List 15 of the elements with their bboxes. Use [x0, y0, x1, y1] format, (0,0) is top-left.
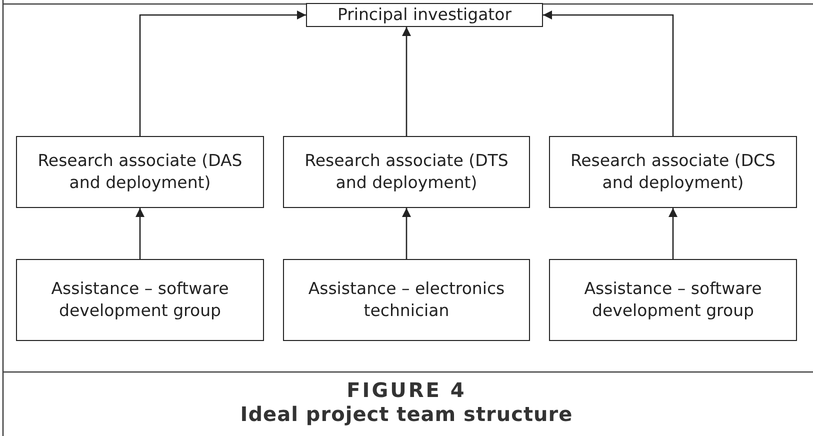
role-box: Research associate (DAS and deployment)	[16, 136, 264, 208]
arrow	[139, 10, 306, 136]
role-box: Research associate (DTS and deployment)	[283, 136, 530, 208]
figure-caption: Ideal project team structure	[240, 402, 573, 426]
arrow	[402, 27, 411, 136]
arrow	[668, 208, 678, 259]
arrow	[136, 208, 144, 259]
arrow	[402, 208, 411, 259]
arrow	[543, 10, 674, 136]
role-box: Research associate (DCS and deployment)	[549, 136, 797, 208]
role-box: Principal investigator	[306, 3, 543, 27]
figure-number: FIGURE 4	[346, 378, 466, 402]
role-box: Assistance – software development group	[16, 259, 264, 341]
role-box: Assistance – electronics technician	[283, 259, 530, 341]
role-box: Assistance – software development group	[549, 259, 797, 341]
